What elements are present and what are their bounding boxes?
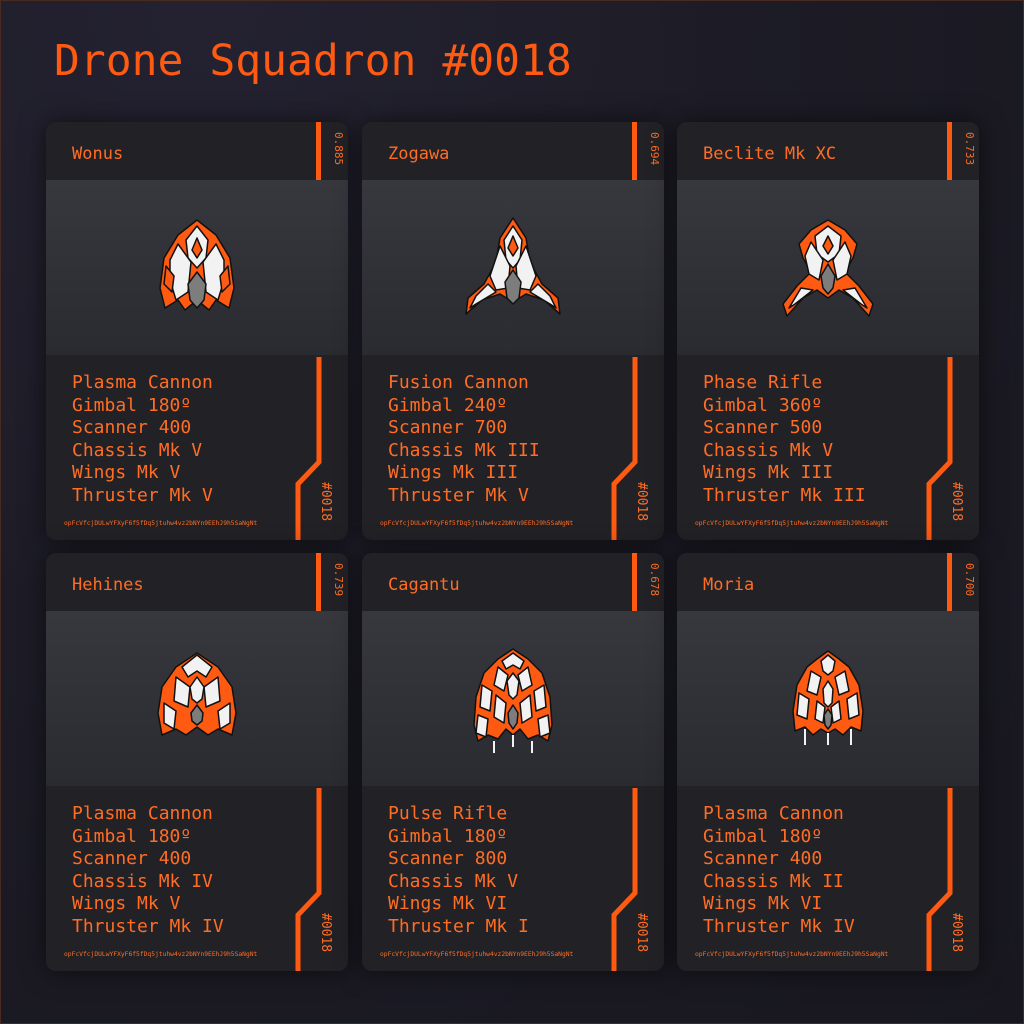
drone-name: Beclite Mk XC <box>703 144 837 164</box>
hash-text: opFcVfcjDULwYFXyF6f5fDq5jtuhw4vz2bNYn9EE… <box>695 520 889 527</box>
drone-score: 0.885 <box>332 132 345 166</box>
spec-scanner: Scanner 800 <box>388 848 508 869</box>
drone-ship-icon <box>465 217 561 315</box>
spec-scanner: Scanner 500 <box>703 417 823 438</box>
spec-chassis: Chassis Mk V <box>72 439 203 461</box>
drone-artwork <box>677 611 979 786</box>
accent-bar <box>947 122 952 180</box>
spec-chassis: Chassis Mk III <box>388 439 540 461</box>
spec-thruster: Thruster Mk I <box>388 915 529 937</box>
drone-card[interactable]: Zogawa 0.694 Fusion Cannon <box>362 122 664 540</box>
drone-ship-icon <box>792 650 864 745</box>
spec-gimbal: Gimbal 360º <box>703 394 823 416</box>
hash-text: opFcVfcjDULwYFXyF6f5fDq5jtuhw4vz2bNYn9EE… <box>64 951 258 958</box>
spec-thruster: Thruster Mk V <box>72 484 213 506</box>
spec-wings: Wings Mk VI <box>703 893 823 914</box>
spec-thruster: Thruster Mk III <box>703 484 866 506</box>
spec-list: Plasma Cannon Gimbal 180º Scanner 400 Ch… <box>72 803 224 938</box>
spec-weapon: Plasma Cannon <box>72 803 213 824</box>
squadron-tag: #0018 <box>318 482 333 522</box>
drone-score: 0.733 <box>963 132 976 166</box>
drone-card[interactable]: Wonus 0.885 Plasma Cannon G <box>46 122 348 540</box>
circuit-trace <box>926 788 953 971</box>
drone-score: 0.694 <box>648 132 661 166</box>
drone-score: 0.678 <box>648 563 661 597</box>
spec-chassis: Chassis Mk II <box>703 870 844 892</box>
squadron-tag: #0018 <box>318 913 333 953</box>
drone-artwork <box>46 180 348 355</box>
spec-weapon: Plasma Cannon <box>703 803 844 824</box>
spec-thruster: Thruster Mk IV <box>72 915 224 937</box>
drone-artwork <box>362 611 664 786</box>
spec-chassis: Chassis Mk V <box>703 439 834 461</box>
drone-ship-icon <box>782 219 874 317</box>
circuit-trace <box>926 357 953 540</box>
spec-weapon: Phase Rifle <box>703 372 823 393</box>
spec-list: Pulse Rifle Gimbal 180º Scanner 800 Chas… <box>388 803 529 938</box>
spec-gimbal: Gimbal 180º <box>703 825 823 847</box>
drone-name: Zogawa <box>388 144 450 164</box>
squadron-tag: #0018 <box>949 913 964 953</box>
drone-card[interactable]: Moria 0.700 <box>677 553 979 971</box>
spec-gimbal: Gimbal 180º <box>72 825 192 847</box>
drone-score: 0.700 <box>963 563 976 597</box>
page-title: Drone Squadron #0018 <box>54 36 572 86</box>
squadron-tag: #0018 <box>634 482 649 522</box>
spec-scanner: Scanner 400 <box>72 848 192 869</box>
drone-ship-icon <box>473 648 553 753</box>
spec-wings: Wings Mk V <box>72 462 181 483</box>
squadron-tag: #0018 <box>634 913 649 953</box>
spec-thruster: Thruster Mk V <box>388 484 529 506</box>
accent-bar <box>947 553 952 611</box>
spec-list: Fusion Cannon Gimbal 240º Scanner 700 Ch… <box>388 372 540 507</box>
spec-scanner: Scanner 400 <box>703 848 823 869</box>
spec-chassis: Chassis Mk IV <box>72 870 213 892</box>
spec-scanner: Scanner 400 <box>72 417 192 438</box>
drone-name: Wonus <box>72 144 124 164</box>
spec-wings: Wings Mk VI <box>388 893 508 914</box>
accent-bar <box>632 122 637 180</box>
drone-name: Hehines <box>72 575 144 595</box>
spec-gimbal: Gimbal 240º <box>388 394 508 416</box>
drone-artwork <box>362 180 664 355</box>
circuit-trace <box>611 788 638 971</box>
spec-weapon: Fusion Cannon <box>388 372 529 393</box>
accent-bar <box>316 553 321 611</box>
spec-scanner: Scanner 700 <box>388 417 508 438</box>
spec-gimbal: Gimbal 180º <box>72 394 192 416</box>
spec-list: Plasma Cannon Gimbal 180º Scanner 400 Ch… <box>72 372 213 507</box>
spec-thruster: Thruster Mk IV <box>703 915 855 937</box>
hash-text: opFcVfcjDULwYFXyF6f5fDq5jtuhw4vz2bNYn9EE… <box>64 520 258 527</box>
drone-artwork <box>677 180 979 355</box>
hash-text: opFcVfcjDULwYFXyF6f5fDq5jtuhw4vz2bNYn9EE… <box>380 951 574 958</box>
hash-text: opFcVfcjDULwYFXyF6f5fDq5jtuhw4vz2bNYn9EE… <box>380 520 574 527</box>
spec-gimbal: Gimbal 180º <box>388 825 508 847</box>
drone-score: 0.739 <box>332 563 345 597</box>
spec-wings: Wings Mk III <box>388 462 519 483</box>
drone-name: Cagantu <box>388 575 460 595</box>
spec-wings: Wings Mk V <box>72 893 181 914</box>
spec-chassis: Chassis Mk V <box>388 870 519 892</box>
drone-card[interactable]: Cagantu 0.678 <box>362 553 664 971</box>
circuit-trace <box>295 357 322 540</box>
circuit-trace <box>611 357 638 540</box>
spec-list: Phase Rifle Gimbal 360º Scanner 500 Chas… <box>703 372 866 507</box>
accent-bar <box>632 553 637 611</box>
squadron-tag: #0018 <box>949 482 964 522</box>
spec-weapon: Pulse Rifle <box>388 803 508 824</box>
hash-text: opFcVfcjDULwYFXyF6f5fDq5jtuhw4vz2bNYn9EE… <box>695 951 889 958</box>
drone-ship-icon <box>159 219 235 311</box>
spec-weapon: Plasma Cannon <box>72 372 213 393</box>
spec-list: Plasma Cannon Gimbal 180º Scanner 400 Ch… <box>703 803 855 938</box>
drone-card[interactable]: Beclite Mk XC 0.733 Phase Rifle <box>677 122 979 540</box>
circuit-trace <box>295 788 322 971</box>
accent-bar <box>316 122 321 180</box>
drone-name: Moria <box>703 575 755 595</box>
spec-wings: Wings Mk III <box>703 462 834 483</box>
drone-ship-icon <box>157 652 237 736</box>
drone-card[interactable]: Hehines 0.739 Plasma Cannon <box>46 553 348 971</box>
drone-artwork <box>46 611 348 786</box>
